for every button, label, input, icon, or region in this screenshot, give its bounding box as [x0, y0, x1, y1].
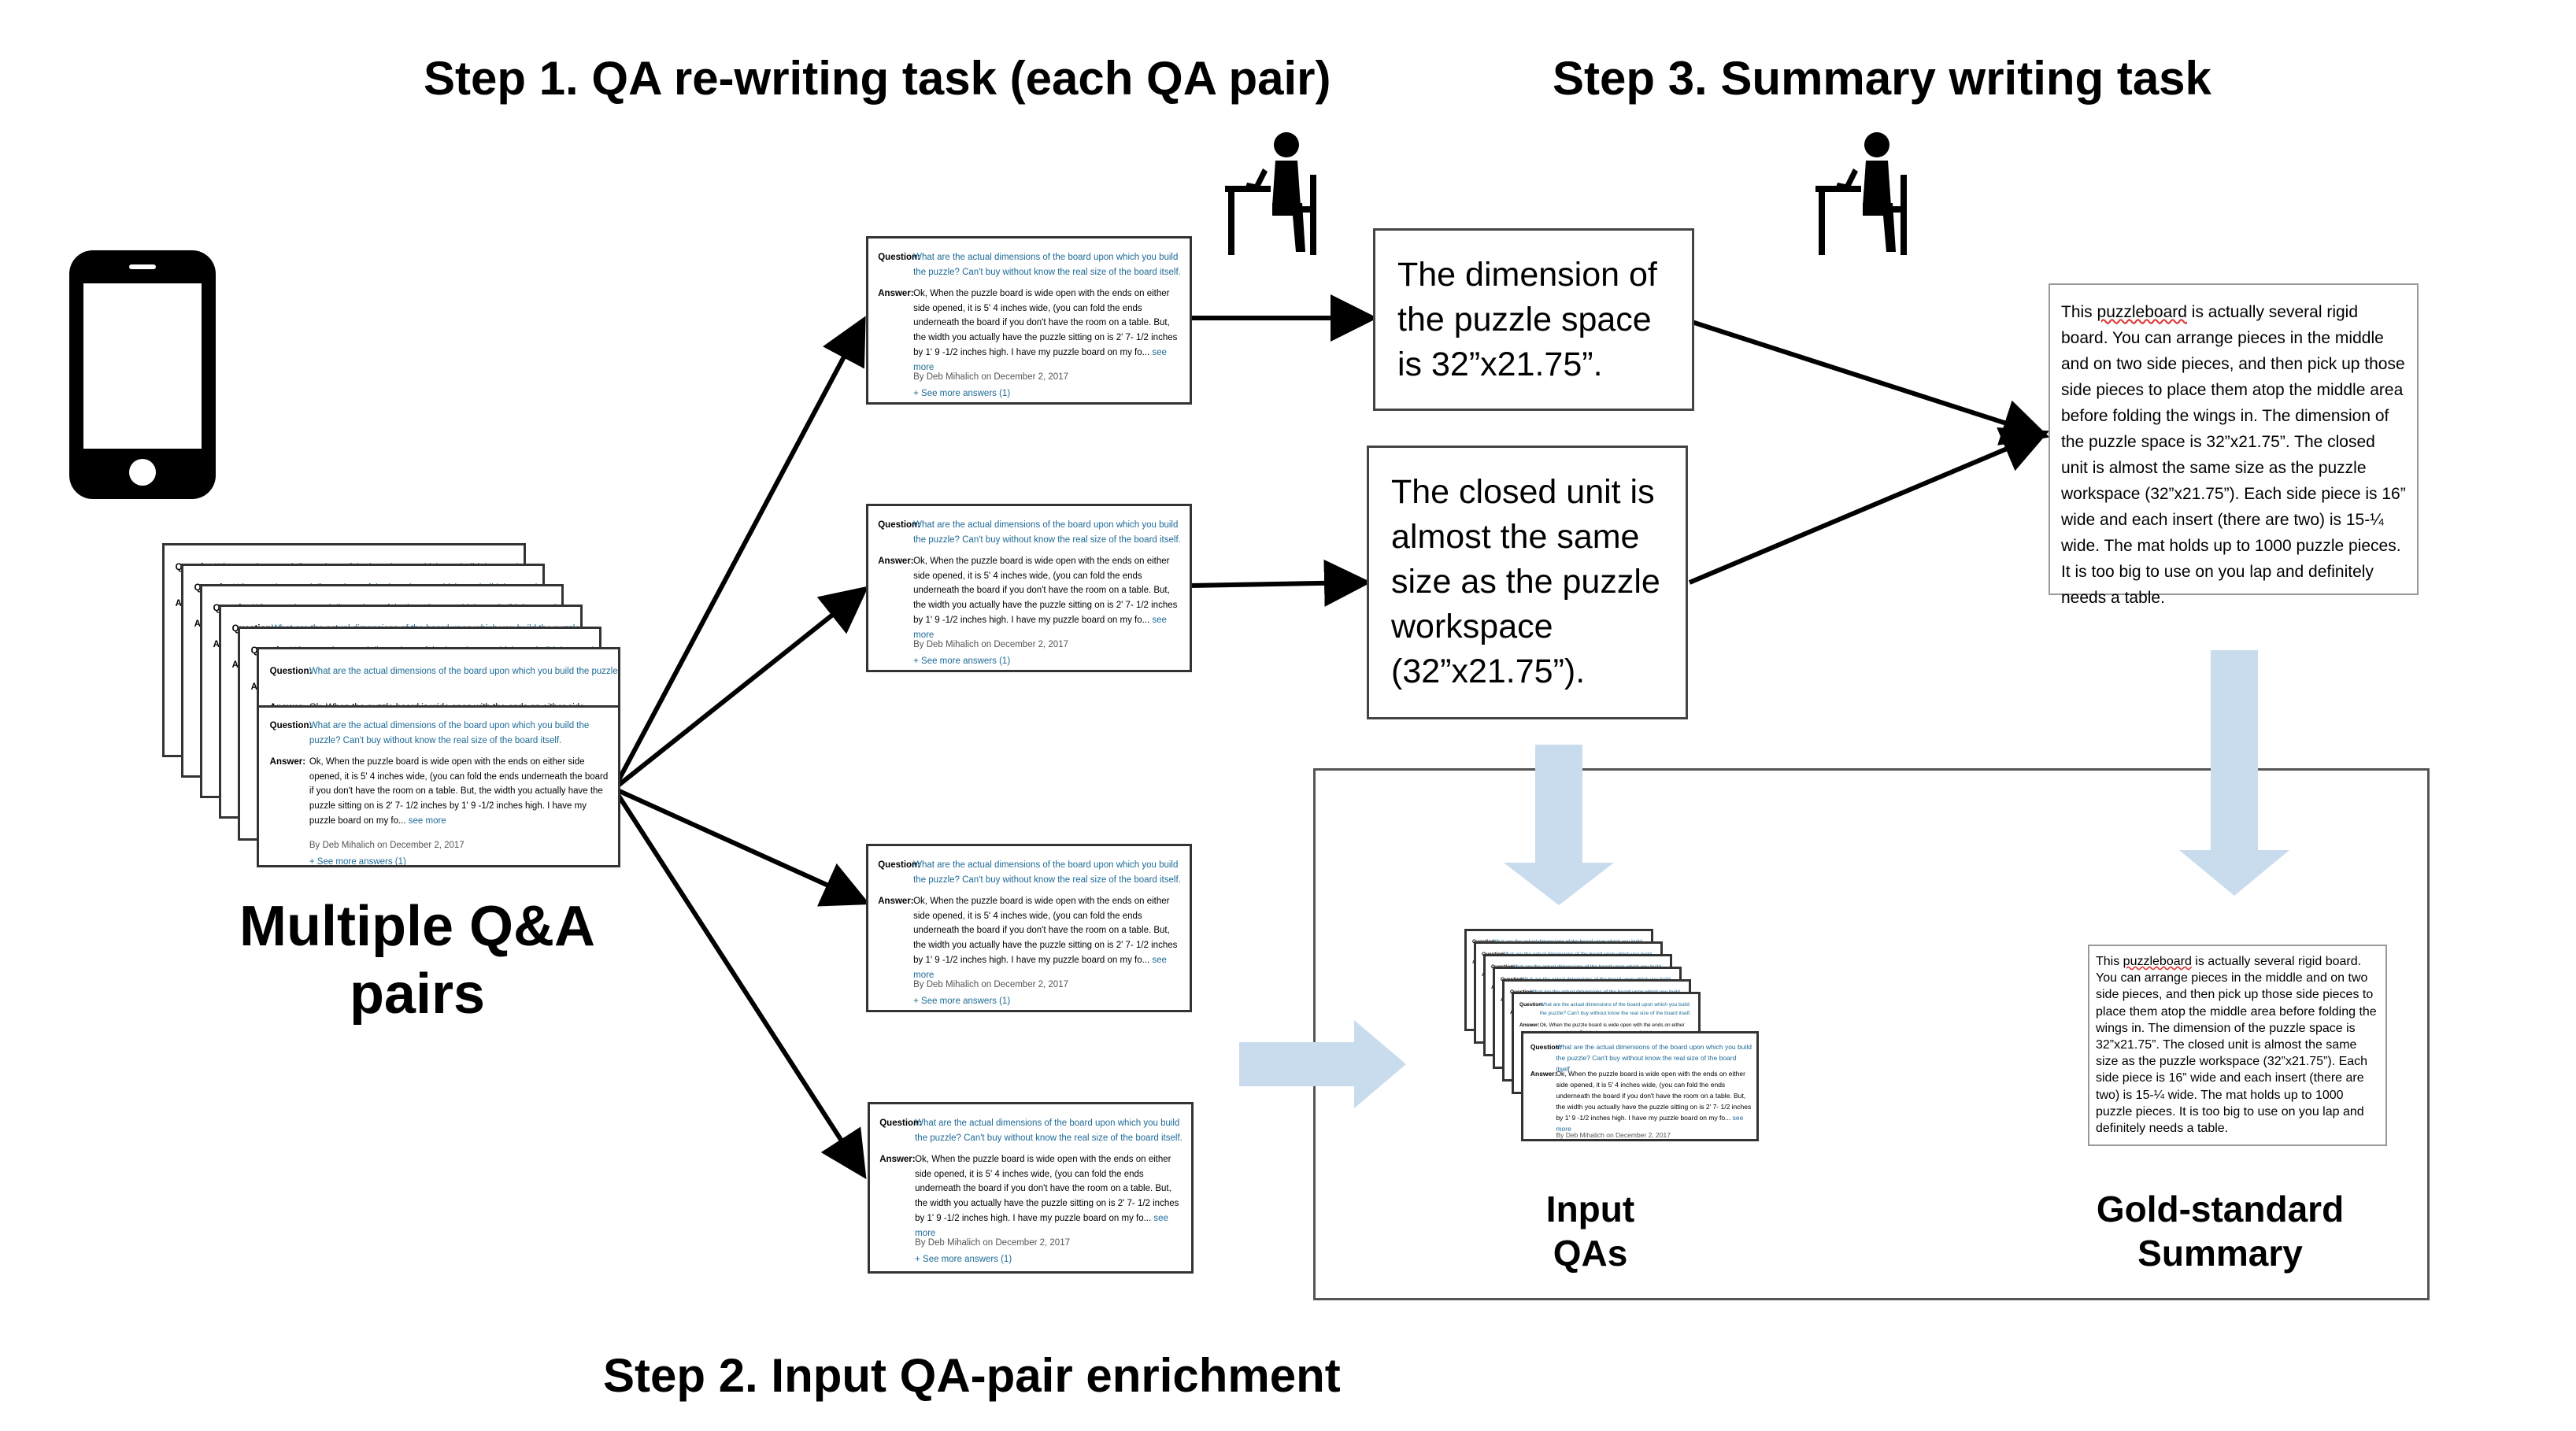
answer-text: Ok, When the puzzle board is wide open w… — [915, 1154, 1179, 1224]
question-label: Question: — [878, 253, 920, 262]
qa-card: Question: What are the actual dimensions… — [1521, 1031, 1759, 1141]
see-more-link[interactable]: see more — [913, 956, 1167, 981]
more-answers-link[interactable]: + See more answers (1) — [913, 656, 1011, 666]
rewritten-sentence-2: The closed unit is almost the same size … — [1367, 446, 1688, 719]
answer-byline: By Deb Mihalich on December 2, 2017 — [309, 840, 464, 850]
summary-intro: This — [2061, 303, 2097, 321]
answer-label: Answer: — [878, 896, 914, 906]
multiple-qa-label-line1: Multiple Q&A — [239, 895, 595, 958]
answer-byline: By Deb Mihalich on December 2, 2017 — [913, 639, 1068, 649]
gold-summary-misspelled-word: puzzleboard — [2123, 955, 2192, 968]
answer-label: Answer: — [1519, 1022, 1540, 1028]
answer-block: Ok, When the puzzle board is wide open w… — [309, 755, 611, 830]
multiple-qa-label: Multiple Q&A pairs — [220, 893, 614, 1028]
gold-summary-box: This puzzleboard is actually several rig… — [2088, 945, 2387, 1146]
rewritten-sentence-1: The dimension of the puzzle space is 32”… — [1373, 228, 1694, 411]
answer-byline: By Deb Mihalich on December 2, 2017 — [913, 372, 1068, 382]
answer-block: Ok, When the puzzle board is wide open w… — [913, 287, 1183, 376]
flow-arrows — [1239, 650, 2289, 1108]
answer-byline: By Deb Mihalich on December 2, 2017 — [913, 979, 1068, 989]
gold-summary-label-line2: Summary — [2137, 1233, 2303, 1274]
answer-text: Ok, When the puzzle board is wide open w… — [309, 756, 609, 826]
answer-text: Ok, When the puzzle board is wide open w… — [913, 896, 1178, 966]
step3-heading: Step 3. Summary writing task — [1553, 52, 2211, 105]
see-more-link[interactable]: see more — [913, 348, 1167, 373]
answer-label: Answer: — [1530, 1069, 1557, 1078]
right-arrow-input — [1239, 1020, 1406, 1108]
question-label: Question: — [269, 667, 313, 676]
see-more-link[interactable]: see more — [1556, 1113, 1744, 1133]
answer-block: Ok, When the puzzle board is wide open w… — [1556, 1068, 1752, 1134]
summary-box: This puzzleboard is actually several rig… — [2049, 283, 2419, 607]
question-label: Question: — [878, 860, 920, 870]
input-qas-label-line1: Input — [1545, 1189, 1635, 1229]
qa-card: Question: What are the actual dimensions… — [866, 504, 1192, 672]
question-text: What are the actual dimensions of the bo… — [309, 667, 620, 676]
answer-label: Answer: — [269, 756, 306, 767]
answer-text: Ok, When the puzzle board is wide open w… — [913, 556, 1178, 626]
more-answers-link[interactable]: + See more answers (1) — [915, 1254, 1012, 1264]
gold-summary-body: is actually several rigid board. You can… — [2096, 955, 2377, 1136]
answer-label: Answer: — [879, 1154, 916, 1164]
answer-byline: By Deb Mihalich on December 2, 2017 — [1556, 1131, 1671, 1140]
fan-out-arrows — [612, 294, 2050, 1180]
answer-block: Ok, When the puzzle board is wide open w… — [913, 554, 1183, 644]
question-text: What are the actual dimensions of the bo… — [309, 721, 590, 745]
summary-body: is actually several rigid board. You can… — [2061, 303, 2406, 607]
qa-card: Question: What are the actual dimensions… — [866, 236, 1192, 405]
see-more-link[interactable]: see more — [408, 816, 446, 826]
question-text: What are the actual dimensions of the bo… — [913, 253, 1181, 277]
question-label: Question: — [879, 1119, 922, 1128]
gold-summary-label-line1: Gold-standard — [2096, 1189, 2345, 1229]
writer-at-desk-icon — [1815, 132, 1907, 255]
answer-byline: By Deb Mihalich on December 2, 2017 — [915, 1237, 1070, 1248]
see-more-link[interactable]: see more — [915, 1214, 1168, 1239]
more-answers-link[interactable]: + See more answers (1) — [309, 856, 406, 867]
see-more-link[interactable]: see more — [913, 616, 1167, 641]
qa-card: Question: What are the actual dimensions… — [866, 844, 1192, 1012]
question-label: Question: — [878, 520, 920, 530]
step2-heading: Step 2. Input QA-pair enrichment — [603, 1349, 1341, 1402]
answer-block: Ok, When the puzzle board is wide open w… — [913, 894, 1183, 984]
answer-block: Ok, When the puzzle board is wide open w… — [915, 1152, 1185, 1242]
down-arrow-input — [1504, 745, 1614, 905]
input-qas-label: Input QAs — [1496, 1187, 1685, 1275]
answer-text: Ok, When the puzzle board is wide open w… — [913, 288, 1178, 358]
input-qas-label-line2: QAs — [1553, 1233, 1628, 1274]
more-answers-link[interactable]: + See more answers (1) — [913, 388, 1011, 398]
qa-card: Question: What are the actual dimensions… — [257, 705, 620, 867]
qa-card: Question: What are the actual dimensions… — [868, 1102, 1194, 1274]
more-answers-link[interactable]: + See more answers (1) — [913, 996, 1011, 1006]
question-label: Question: — [269, 721, 313, 730]
gold-summary-intro: This — [2096, 955, 2123, 968]
question-text: What are the actual dimensions of the bo… — [1556, 1043, 1752, 1074]
input-output-frame — [1313, 768, 2430, 1300]
question-label: Question: — [1519, 1002, 1544, 1008]
answer-text: Ok, When the puzzle board is wide open w… — [1556, 1069, 1752, 1122]
writer-at-desk-icon — [1225, 132, 1316, 255]
question-label: Question: — [1530, 1043, 1562, 1051]
question-text: What are the actual dimensions of the bo… — [1539, 1002, 1691, 1016]
gold-summary-label: Gold-standard Summary — [2063, 1187, 2378, 1275]
down-arrow-summary — [2179, 650, 2289, 896]
smartphone-icon — [69, 250, 216, 499]
multiple-qa-label-line2: pairs — [349, 963, 486, 1026]
question-text: What are the actual dimensions of the bo… — [915, 1119, 1183, 1143]
answer-label: Answer: — [878, 556, 914, 566]
step1-heading: Step 1. QA re-writing task (each QA pair… — [424, 52, 1331, 105]
question-text: What are the actual dimensions of the bo… — [913, 860, 1181, 885]
question-text: What are the actual dimensions of the bo… — [913, 520, 1181, 545]
summary-misspelled-word: puzzleboard — [2097, 303, 2187, 321]
answer-label: Answer: — [878, 288, 914, 298]
